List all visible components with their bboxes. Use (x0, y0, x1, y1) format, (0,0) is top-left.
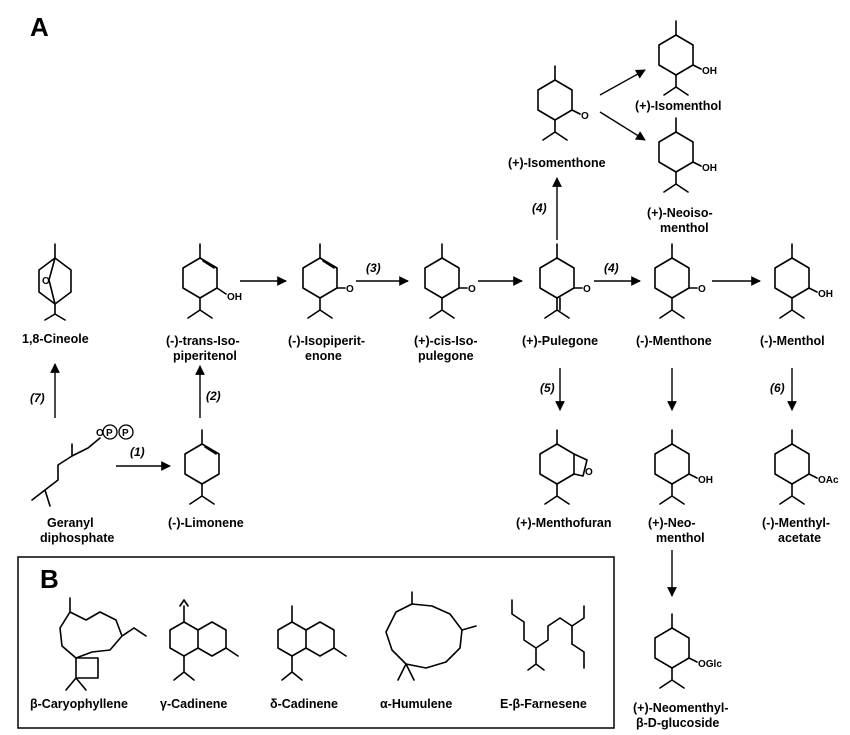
panel-label-b: B (40, 564, 59, 594)
step-4b: (4) (604, 261, 619, 275)
label-caryophyllene: β-Caryophyllene (30, 697, 128, 711)
structure-menthol: OH (774, 243, 833, 319)
label-trans-isopiperitenol-2: piperitenol (173, 349, 237, 363)
label-gpp-1: Geranyl (47, 516, 94, 530)
label-isomenthone: (+)-Isomenthone (508, 156, 606, 170)
phosphate-circle-1 (102, 424, 118, 440)
step-1: (1) (130, 445, 145, 459)
label-isopiperitenone-2: enone (305, 349, 342, 363)
step-6: (6) (770, 381, 785, 395)
structure-geranyl-diphosphate: O P P (31, 424, 134, 507)
label-menthyl-acetate-2: acetate (778, 531, 821, 545)
arrow-isomenthone-to-neoisomenthol (599, 111, 646, 141)
structure-menthofuran: O (539, 429, 593, 505)
label-neomenthol-1: (+)-Neo- (648, 516, 696, 530)
step-5: (5) (540, 381, 555, 395)
structure-cineole: O (38, 243, 72, 321)
step-4a: (4) (532, 201, 547, 215)
gpp-p2: P (122, 428, 129, 439)
cineole-oxygen: O (42, 276, 50, 287)
panel-b-box (17, 556, 615, 729)
isomenthone-o: O (581, 111, 589, 122)
label-neomenthyl-glucoside-2: β-D-glucoside (636, 716, 719, 730)
label-menthone: (-)-Menthone (636, 334, 712, 348)
label-cis-isopulegone-1: (+)-cis-Iso- (414, 334, 478, 348)
label-gpp-2: diphosphate (40, 531, 114, 545)
structure-d-cadinene (277, 605, 347, 681)
label-neomenthyl-glucoside-1: (+)-Neomenthyl- (633, 701, 729, 715)
arrow-isomenthone-to-isomenthol (599, 69, 646, 96)
gpp-o: O (96, 428, 104, 439)
label-trans-isopiperitenol-1: (-)-trans-Iso- (166, 334, 240, 348)
label-menthyl-acetate-1: (-)-Menthyl- (762, 516, 830, 530)
structure-isomenthol: OH (658, 20, 717, 96)
structure-pulegone: O (539, 243, 591, 319)
structure-farnesene (511, 599, 585, 671)
cis-isopulegone-o: O (468, 284, 476, 295)
isomenthol-oh: OH (702, 66, 717, 77)
label-neoisomenthol-1: (+)-Neoiso- (647, 206, 713, 220)
structure-menthyl-acetate: OAc (774, 429, 839, 505)
panel-label-a: A (30, 12, 49, 42)
structure-humulene (385, 591, 477, 681)
isopiperitenone-o: O (346, 284, 354, 295)
label-menthol: (-)-Menthol (760, 334, 825, 348)
label-pulegone: (+)-Pulegone (522, 334, 598, 348)
structure-trans-isopiperitenol: OH (182, 243, 242, 319)
structure-neomenthol: OH (654, 429, 713, 505)
label-cineole: 1,8-Cineole (22, 332, 89, 346)
pulegone-o: O (583, 284, 591, 295)
label-d-cadinene: δ-Cadinene (270, 697, 338, 711)
isopiperitenol-oh: OH (227, 292, 242, 303)
structure-neoisomenthol: OH (658, 117, 717, 193)
label-menthofuran: (+)-Menthofuran (516, 516, 611, 530)
label-humulene: α-Humulene (380, 697, 452, 711)
step-7: (7) (30, 391, 45, 405)
label-isomenthol: (+)-Isomenthol (635, 99, 721, 113)
structure-menthone: O (654, 243, 706, 319)
structure-isomenthone: O (537, 65, 589, 141)
label-cis-isopulegone-2: pulegone (418, 349, 474, 363)
neoisomenthol-oh: OH (702, 163, 717, 174)
label-neomenthol-2: menthol (656, 531, 705, 545)
menthofuran-o: O (585, 467, 593, 478)
neomenthyl-oglc: OGlc (698, 659, 722, 670)
gpp-p1: P (106, 428, 113, 439)
neomenthol-oh: OH (698, 475, 713, 486)
menthyl-acetate-oac: OAc (818, 475, 839, 486)
label-limonene: (-)-Limonene (168, 516, 244, 530)
structure-caryophyllene (59, 597, 147, 691)
step-2: (2) (206, 389, 221, 403)
structure-g-cadinene (169, 599, 239, 681)
label-farnesene: E-β-Farnesene (500, 697, 587, 711)
menthol-oh: OH (818, 289, 833, 300)
label-isopiperitenone-1: (-)-Isopiperit- (288, 334, 365, 348)
structure-neomenthyl-glucoside: OGlc (654, 613, 722, 689)
structure-isopiperitenone: O (302, 243, 354, 319)
phosphate-circle-2 (118, 424, 134, 440)
menthone-o: O (698, 284, 706, 295)
label-g-cadinene: γ-Cadinene (160, 697, 227, 711)
step-3: (3) (366, 261, 381, 275)
label-neoisomenthol-2: menthol (660, 221, 709, 235)
structure-cis-isopulegone: O (424, 243, 476, 319)
structure-limonene (184, 429, 220, 505)
